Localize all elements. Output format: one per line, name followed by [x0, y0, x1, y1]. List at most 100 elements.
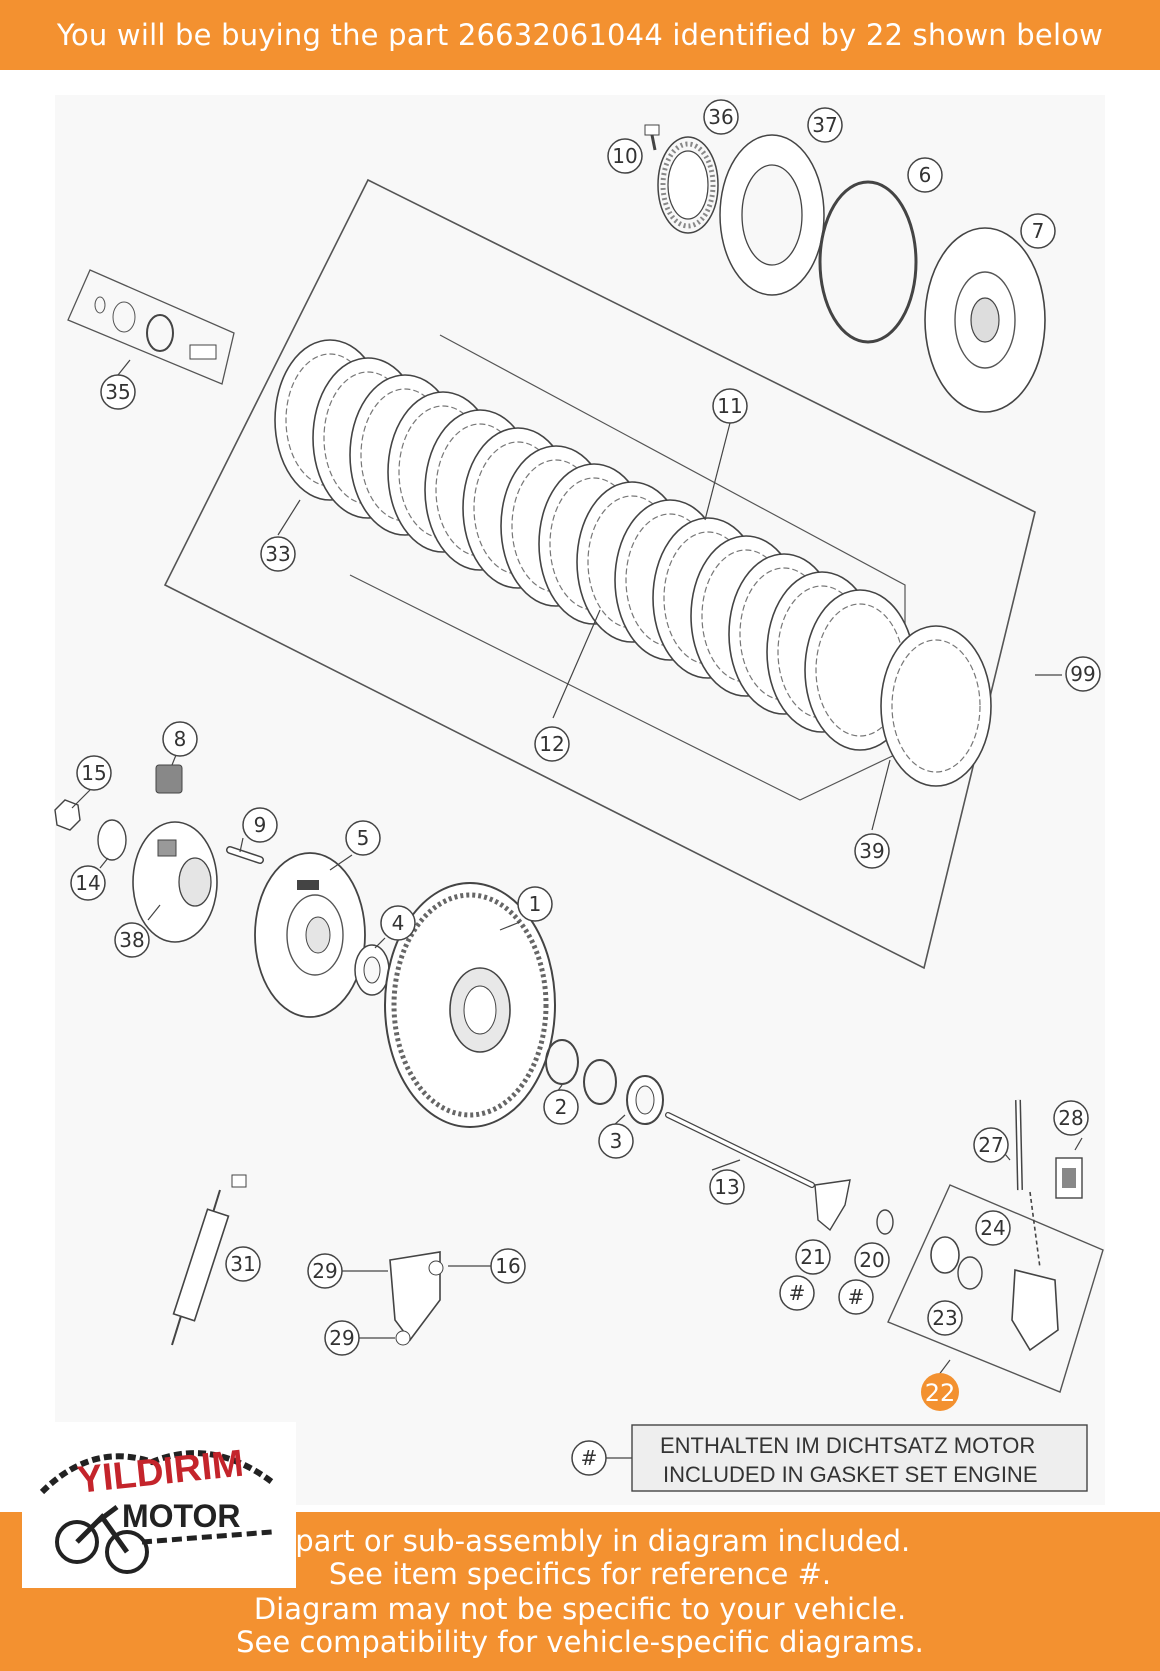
oring-20: [876, 1209, 894, 1235]
svg-text:10: 10: [612, 144, 637, 168]
callout-21: 21: [795, 1239, 831, 1275]
callout-38: 38: [114, 922, 150, 958]
svg-text:5: 5: [357, 826, 370, 850]
callout-2: 2: [543, 1089, 579, 1125]
top-banner-text: You will be buying the part 26632061044 …: [56, 18, 1104, 52]
bearing-set-35: [67, 269, 235, 385]
callout-10: 10: [607, 138, 643, 174]
clutch-hub-38: [132, 821, 218, 943]
push-rod-13: [665, 1112, 815, 1188]
grease-syringe-31: [171, 1174, 247, 1346]
callout-4: 4: [380, 905, 416, 941]
svg-text:1: 1: [529, 892, 542, 916]
svg-text:99: 99: [1070, 662, 1095, 686]
callout-11: 11: [712, 388, 748, 424]
svg-text:33: 33: [265, 542, 290, 566]
callout-1: 1: [517, 886, 553, 922]
callout-37: 37: [807, 107, 843, 143]
kit-28: [1055, 1157, 1083, 1199]
svg-text:24: 24: [980, 1216, 1005, 1240]
svg-text:3: 3: [610, 1129, 623, 1153]
bottom-line-1: ne part or sub-assembly in diagram inclu…: [249, 1524, 911, 1558]
svg-text:23: 23: [932, 1306, 957, 1330]
screw-10: [644, 124, 660, 151]
parts-diagram: ENTHALTEN IM DICHTSATZ MOTOR INCLUDED IN…: [54, 95, 1105, 1505]
callout-14: 14: [70, 865, 106, 901]
svg-text:37: 37: [812, 113, 837, 137]
svg-text:16: 16: [495, 1254, 520, 1278]
bearing-36: [657, 136, 719, 234]
callout-6: 6: [907, 157, 943, 193]
callout-8: 8: [162, 721, 198, 757]
callout-hash-21: #: [779, 1275, 815, 1311]
plate-pack-frame: [163, 178, 1036, 970]
callout-7: 7: [1020, 213, 1056, 249]
callout-99: 99: [1065, 656, 1101, 692]
logo-line-2: MOTOR: [122, 1498, 241, 1534]
washer-37: [719, 134, 825, 296]
washer-4: [354, 944, 390, 996]
bottom-line-2: See item specifics for reference #.: [328, 1557, 832, 1591]
bushing-2: [545, 1039, 617, 1105]
pressure-cap-7: [924, 227, 1046, 413]
ring-6: [818, 180, 918, 344]
svg-text:7: 7: [1032, 219, 1045, 243]
callout-13: 13: [709, 1169, 745, 1205]
callout-27: 27: [973, 1127, 1009, 1163]
dealer-logo: YILDIRIM MOTOR: [22, 1422, 296, 1588]
svg-text:29: 29: [312, 1259, 337, 1283]
callout-15: 15: [76, 755, 112, 791]
callout-31: 31: [225, 1246, 261, 1282]
svg-text:29: 29: [329, 1326, 354, 1350]
slave-cylinder-22: [887, 1184, 1104, 1393]
logo-line-1: YILDIRIM: [75, 1443, 245, 1502]
callout-group: 36 37 10 6 7 35 11 33 99 12 39 8 15 9 5 …: [70, 99, 1101, 1476]
callout-24: 24: [975, 1210, 1011, 1246]
slave-plate-21: [814, 1179, 851, 1232]
svg-text:14: 14: [75, 871, 100, 895]
pin-9: [226, 846, 264, 864]
svg-text:12: 12: [539, 732, 564, 756]
svg-text:2: 2: [555, 1095, 568, 1119]
callout-12: 12: [534, 726, 570, 762]
callout-9: 9: [242, 807, 278, 843]
svg-text:11: 11: [717, 394, 742, 418]
bleed-hose-27: [1015, 1099, 1023, 1191]
svg-text:6: 6: [919, 163, 932, 187]
legend-box: ENTHALTEN IM DICHTSATZ MOTOR INCLUDED IN…: [605, 1424, 1088, 1492]
svg-text:28: 28: [1058, 1106, 1083, 1130]
callout-23: 23: [927, 1300, 963, 1336]
svg-text:31: 31: [230, 1252, 255, 1276]
svg-text:35: 35: [105, 380, 130, 404]
callout-36: 36: [703, 99, 739, 135]
upper-leader-lines: [117, 155, 1062, 831]
svg-text:27: 27: [978, 1133, 1003, 1157]
sleeve-3: [626, 1075, 664, 1125]
svg-text:#: #: [848, 1285, 865, 1309]
callout-33: 33: [260, 536, 296, 572]
callout-28: 28: [1053, 1100, 1089, 1136]
svg-text:39: 39: [859, 839, 884, 863]
washer-14: [97, 819, 127, 861]
clutch-basket-5: [254, 852, 366, 1018]
legend-line-2: INCLUDED IN GASKET SET ENGINE: [663, 1462, 1038, 1487]
nut-15: [54, 799, 81, 831]
svg-text:4: 4: [392, 911, 405, 935]
callout-3: 3: [598, 1123, 634, 1159]
svg-text:#: #: [581, 1446, 598, 1470]
svg-text:#: #: [789, 1281, 806, 1305]
primary-gear-1: [384, 882, 556, 1128]
svg-text:9: 9: [254, 813, 267, 837]
spring-retainer-8: [155, 764, 183, 794]
callout-29-bottom: 29: [324, 1320, 360, 1356]
callout-39: 39: [854, 833, 890, 869]
svg-text:38: 38: [119, 928, 144, 952]
callout-16: 16: [490, 1248, 526, 1284]
svg-text:13: 13: [714, 1175, 739, 1199]
logo-graphic: YILDIRIM MOTOR: [39, 1443, 274, 1574]
svg-text:21: 21: [800, 1245, 825, 1269]
bracket-leader-lines: [342, 1265, 491, 1339]
svg-text:20: 20: [859, 1248, 884, 1272]
bottom-line-3: Diagram may not be specific to your vehi…: [253, 1592, 907, 1626]
top-banner: You will be buying the part 26632061044 …: [0, 0, 1160, 70]
